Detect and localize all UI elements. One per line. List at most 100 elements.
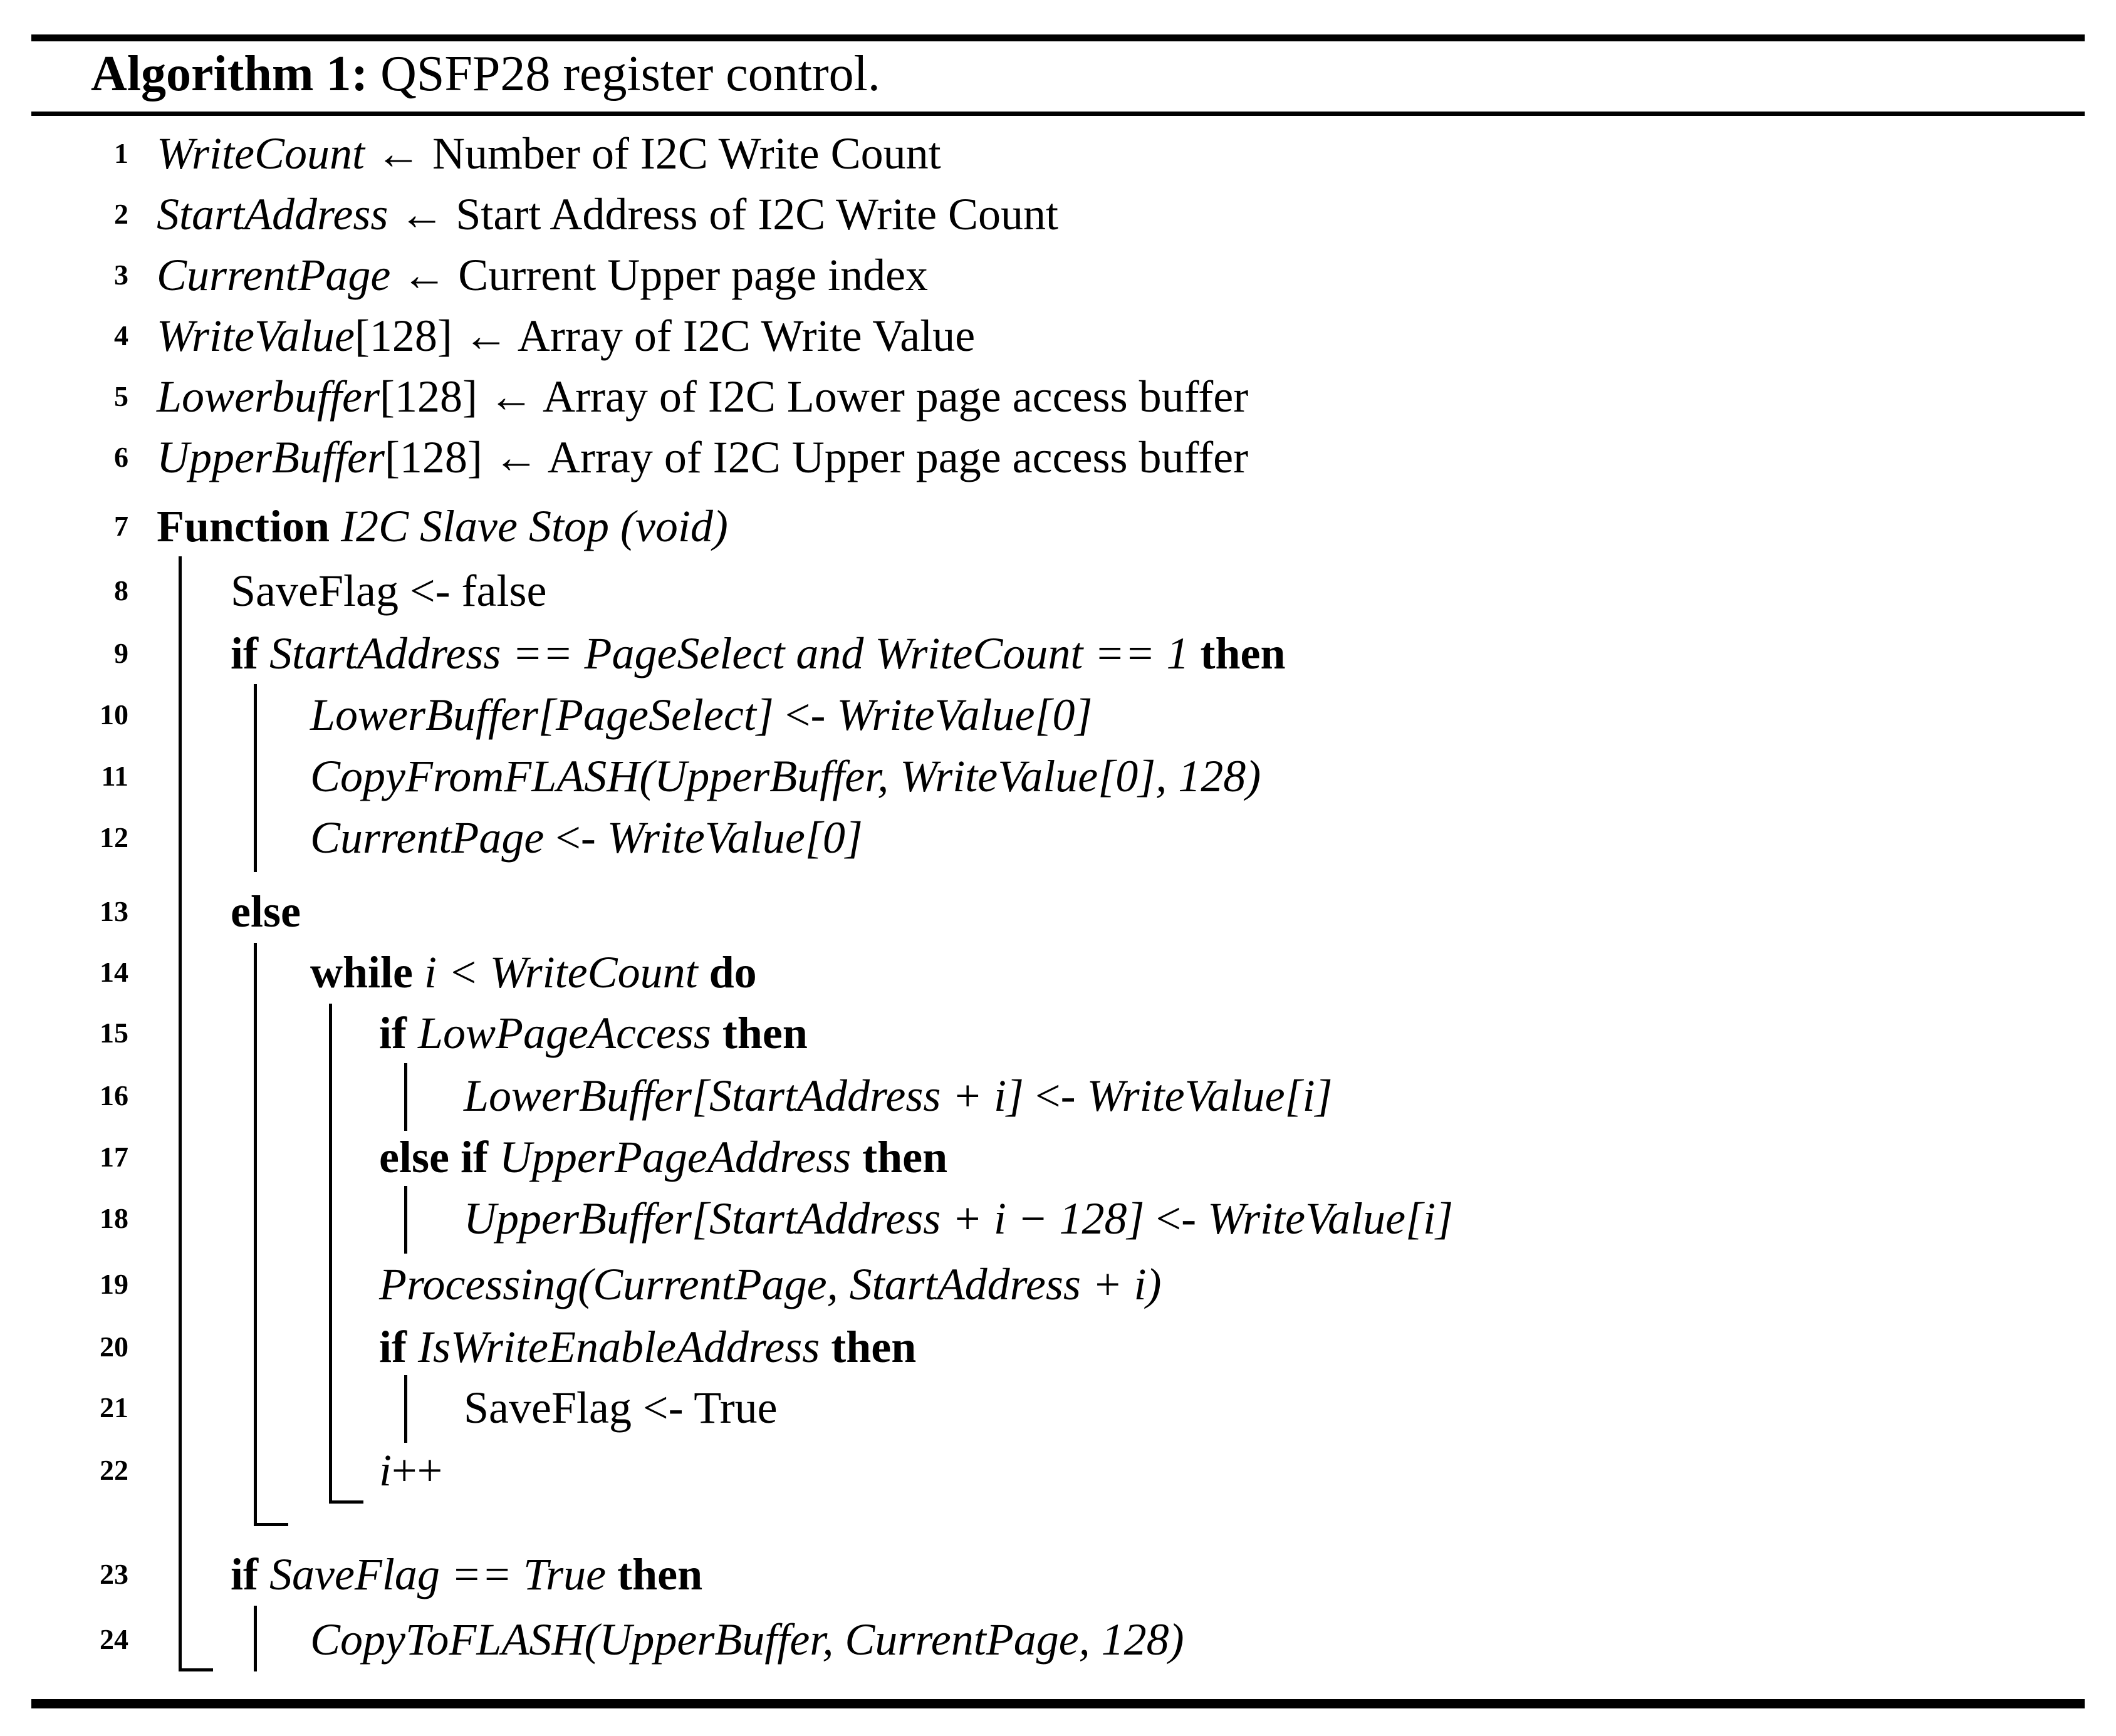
algorithm-line-5: 5 Lowerbuffer[128] ← Array of I2C Lower p… [0,365,2116,428]
code-segment: WriteValue [1087,1071,1285,1121]
code-segment: then [831,1322,917,1372]
algorithm-line-11: 11 CopyFromFLASH(UpperBuffer, WriteValue[… [0,745,2116,808]
code-text: WriteCount ← Number of I2C Write Count [157,122,941,185]
code-text: else [231,880,301,943]
algorithm-line-3: 3 CurrentPage ← Current Upper page index [0,244,2116,306]
code-segment: else [231,886,301,937]
algorithm-line-19: 19 Processing(CurrentPage, StartAddress +… [0,1253,2116,1316]
code-segment: while [310,947,425,997]
code-segment: [i] [1285,1071,1333,1121]
code-text: WriteValue[128] ← Array of I2C Write Val… [157,304,975,367]
code-segment: WriteValue [1207,1193,1406,1244]
line-number: 18 [100,1202,128,1234]
block-indent-bar [254,943,257,1526]
block-end-tick [179,1668,213,1671]
code-segment: CurrentPage [157,250,391,300]
algorithm-line-9: 9 if StartAddress == PageSelect and Write… [0,622,2116,685]
code-text: CurrentPage <- WriteValue[0] [310,806,863,869]
code-segment: UpperBuffer [464,1193,692,1244]
line-number: 11 [101,760,128,792]
code-text: if LowPageAccess then [379,1002,808,1064]
line-number: 16 [100,1079,128,1111]
code-segment: then [617,1549,703,1599]
code-segment: [0] [805,813,863,863]
line-number: 3 [114,259,128,291]
code-segment: SaveFlag == True [269,1549,618,1599]
code-segment: WriteCount [157,128,365,179]
block-indent-bar [404,1063,407,1131]
code-segment: [128] [354,311,452,361]
code-text: while i < WriteCount do [310,941,757,1004]
block-indent-bar [179,556,182,1671]
code-text: CurrentPage ← Current Upper page index [157,244,928,306]
block-end-tick [254,1523,288,1526]
code-segment: do [709,947,757,997]
algorithm-line-24: 24 CopyToFLASH(UpperBuffer, CurrentPage, … [0,1608,2116,1671]
code-segment: if [379,1322,418,1372]
code-segment: (UpperBuffer, WriteValue [639,751,1098,801]
code-text: else if UpperPageAddress then [379,1126,947,1188]
code-segment: WriteValue [607,813,805,863]
line-number: 9 [114,637,128,669]
code-segment: <- [1024,1071,1087,1121]
code-text: SaveFlag <- false [231,559,546,622]
code-text: LowerBuffer[StartAddress + i] <- WriteVa… [464,1064,1333,1127]
code-segment: WriteValue [836,690,1035,740]
code-text: UpperBuffer[StartAddress + i − 128] <- W… [464,1187,1453,1250]
code-segment: SaveFlag <- false [231,566,547,616]
code-text: UpperBuffer[128] ← Array of I2C Upper pa… [157,426,1248,489]
algorithm-line-12: 12 CurrentPage <- WriteValue[0] [0,806,2116,869]
code-segment: UpperPageAddress [499,1132,863,1182]
code-text: Function I2C Slave Stop (void) [157,495,728,558]
code-segment: [i] [1405,1193,1454,1244]
code-segment: then [722,1008,808,1058]
code-text: CopyToFLASH(UpperBuffer, CurrentPage, 12… [310,1608,1184,1671]
code-segment: (CurrentPage, StartAddress + i) [578,1259,1162,1309]
code-text: Processing(CurrentPage, StartAddress + i… [379,1253,1161,1316]
code-segment: if [231,628,269,678]
code-text: Lowerbuffer[128] ← Array of I2C Lower pa… [157,365,1248,428]
line-number: 19 [100,1268,128,1300]
code-segment: ← Start Address of I2C Write Count [388,189,1059,239]
code-segment: ++ [392,1445,443,1495]
code-segment: <- [1144,1193,1208,1244]
code-segment: StartAddress [157,189,388,239]
code-text: CopyFromFLASH(UpperBuffer, WriteValue[0]… [310,745,1261,808]
code-segment: then [862,1132,948,1182]
line-number: 20 [100,1331,128,1363]
block-indent-bar [404,1375,407,1443]
code-segment: i [379,1445,392,1495]
algorithm-line-16: 16 LowerBuffer[StartAddress + i] <- Write… [0,1064,2116,1127]
block-indent-bar [254,1606,257,1671]
code-segment: ← Current Upper page index [390,250,929,300]
line-number: 10 [100,699,128,730]
code-segment: (UpperBuffer, CurrentPage, 128) [584,1614,1184,1665]
code-segment: CopyFromFLASH [310,751,640,801]
code-segment: [StartAddress + i − 128] [691,1193,1145,1244]
code-text: if SaveFlag == True then [231,1543,702,1606]
code-segment: else if [379,1132,499,1182]
code-segment: i < WriteCount [424,947,709,997]
block-end-tick [329,1500,363,1504]
code-segment: then [1200,628,1286,678]
line-number: 24 [100,1623,128,1655]
code-segment: <- [544,813,607,863]
line-number: 4 [114,320,128,351]
line-number: 12 [100,821,128,853]
line-number: 5 [114,380,128,412]
code-segment: if [231,1549,269,1599]
code-segment: StartAddress == PageSelect and WriteCoun… [269,628,1201,678]
code-segment: ← Array of I2C Lower page access buffer [477,372,1249,422]
line-number: 1 [114,137,128,169]
code-segment: SaveFlag <- True [464,1383,778,1433]
line-number: 17 [100,1141,128,1173]
block-indent-bar [254,684,257,872]
